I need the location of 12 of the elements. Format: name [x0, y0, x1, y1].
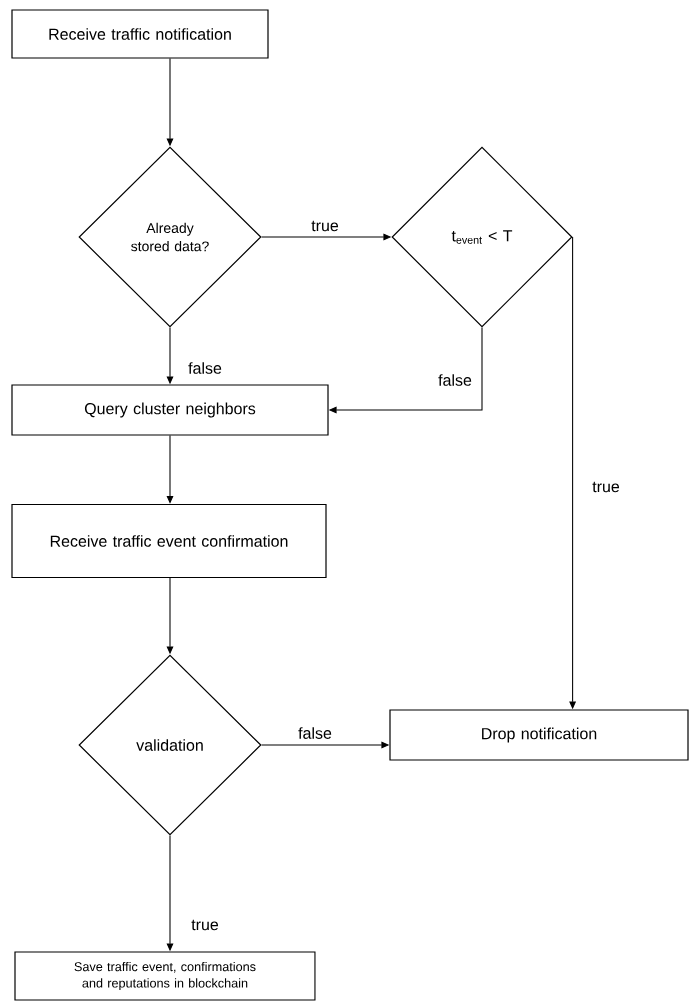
- process-box: Receive traffic event confirmation: [11, 503, 327, 579]
- edge-label: true: [590, 480, 622, 494]
- process-box: Query cluster neighbors: [11, 384, 329, 436]
- edge-label: false: [186, 360, 224, 376]
- edge-label: true: [189, 918, 221, 932]
- arrow: [166, 435, 174, 504]
- edge-label: false: [436, 372, 474, 388]
- edge-label: false: [296, 725, 334, 741]
- process-box: Receive traffic notification: [11, 9, 269, 59]
- edge-label: true: [309, 219, 341, 233]
- process-box: Save traffic event, confirmations and reputations in blockchain: [14, 951, 316, 1001]
- process-box: Drop notification: [389, 709, 689, 761]
